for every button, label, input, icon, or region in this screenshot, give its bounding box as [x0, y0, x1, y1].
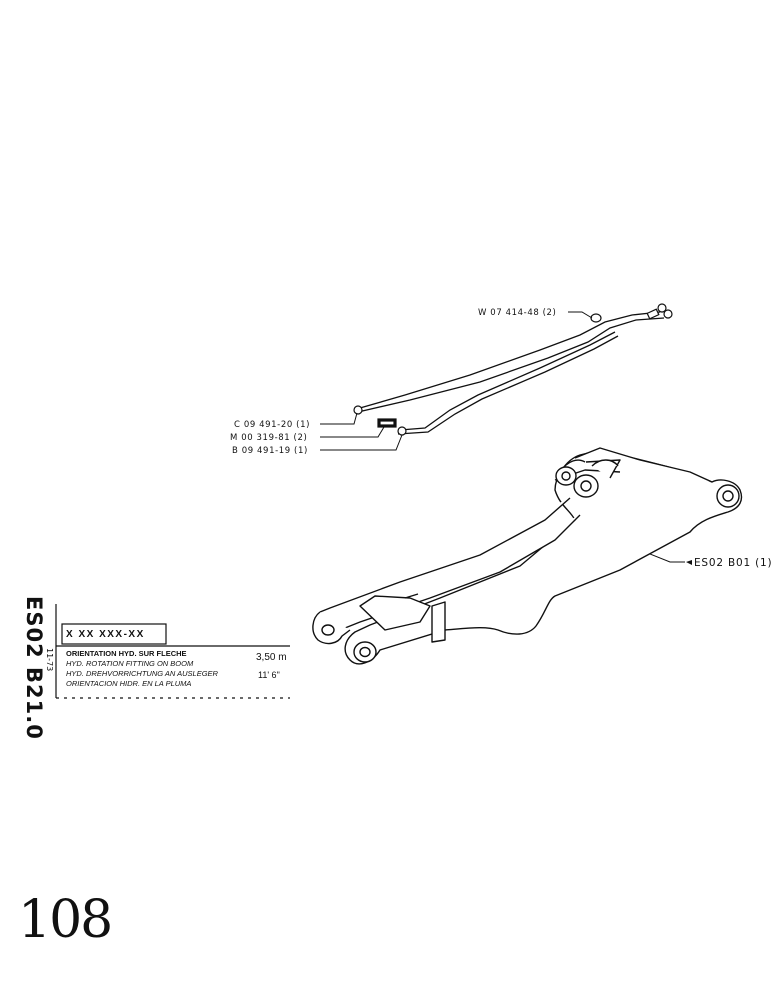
callout-c09-491-20: C 09 491-20 (1): [234, 420, 310, 430]
fitting-b: [397, 426, 407, 436]
description-de: HYD. DREHVORRICHTUNG AN AUSLEGER: [66, 669, 218, 678]
callout-es02-b01: ES02 B01 (1): [694, 557, 772, 569]
part-code-box: X XX XXX-XX: [66, 629, 145, 640]
callout-w07-414-48: W 07 414-48 (2): [478, 308, 556, 318]
length-metric: 3,50 m: [256, 652, 287, 663]
callout-b09-491-19: B 09 491-19 (1): [232, 446, 308, 456]
boom: [312, 447, 743, 665]
fitting-m-body: [379, 420, 395, 426]
boom-pin-left: [321, 624, 335, 636]
end-fitting-right-body: [646, 308, 660, 320]
callout-m00-319-81: M 00 319-81 (2): [230, 433, 307, 443]
revision-date: 11-73: [45, 648, 54, 672]
callout-labels: W 07 414-48 (2) C 09 491-20 (1) M 00 319…: [230, 308, 772, 569]
hydraulic-hoses: [357, 311, 665, 435]
page-number: 108: [18, 890, 113, 950]
title-block-frame: [55, 604, 290, 699]
end-fitting-right-b: [663, 309, 673, 319]
fittings: [353, 303, 673, 436]
end-fitting-right-a: [657, 303, 667, 313]
elbow-fitting-top: [590, 313, 602, 323]
length-imperial: 11' 6": [258, 670, 280, 680]
description-fr: ORIENTATION HYD. SUR FLECHE: [66, 649, 187, 658]
fitting-c: [353, 405, 363, 415]
description-es: ORIENTACION HIDR. EN LA PLUMA: [66, 679, 192, 688]
reference-triangle-icon: [686, 560, 692, 565]
sheet-code: ES02 B21.0: [22, 596, 46, 740]
description-en: HYD. ROTATION FITTING ON BOOM: [66, 659, 194, 668]
